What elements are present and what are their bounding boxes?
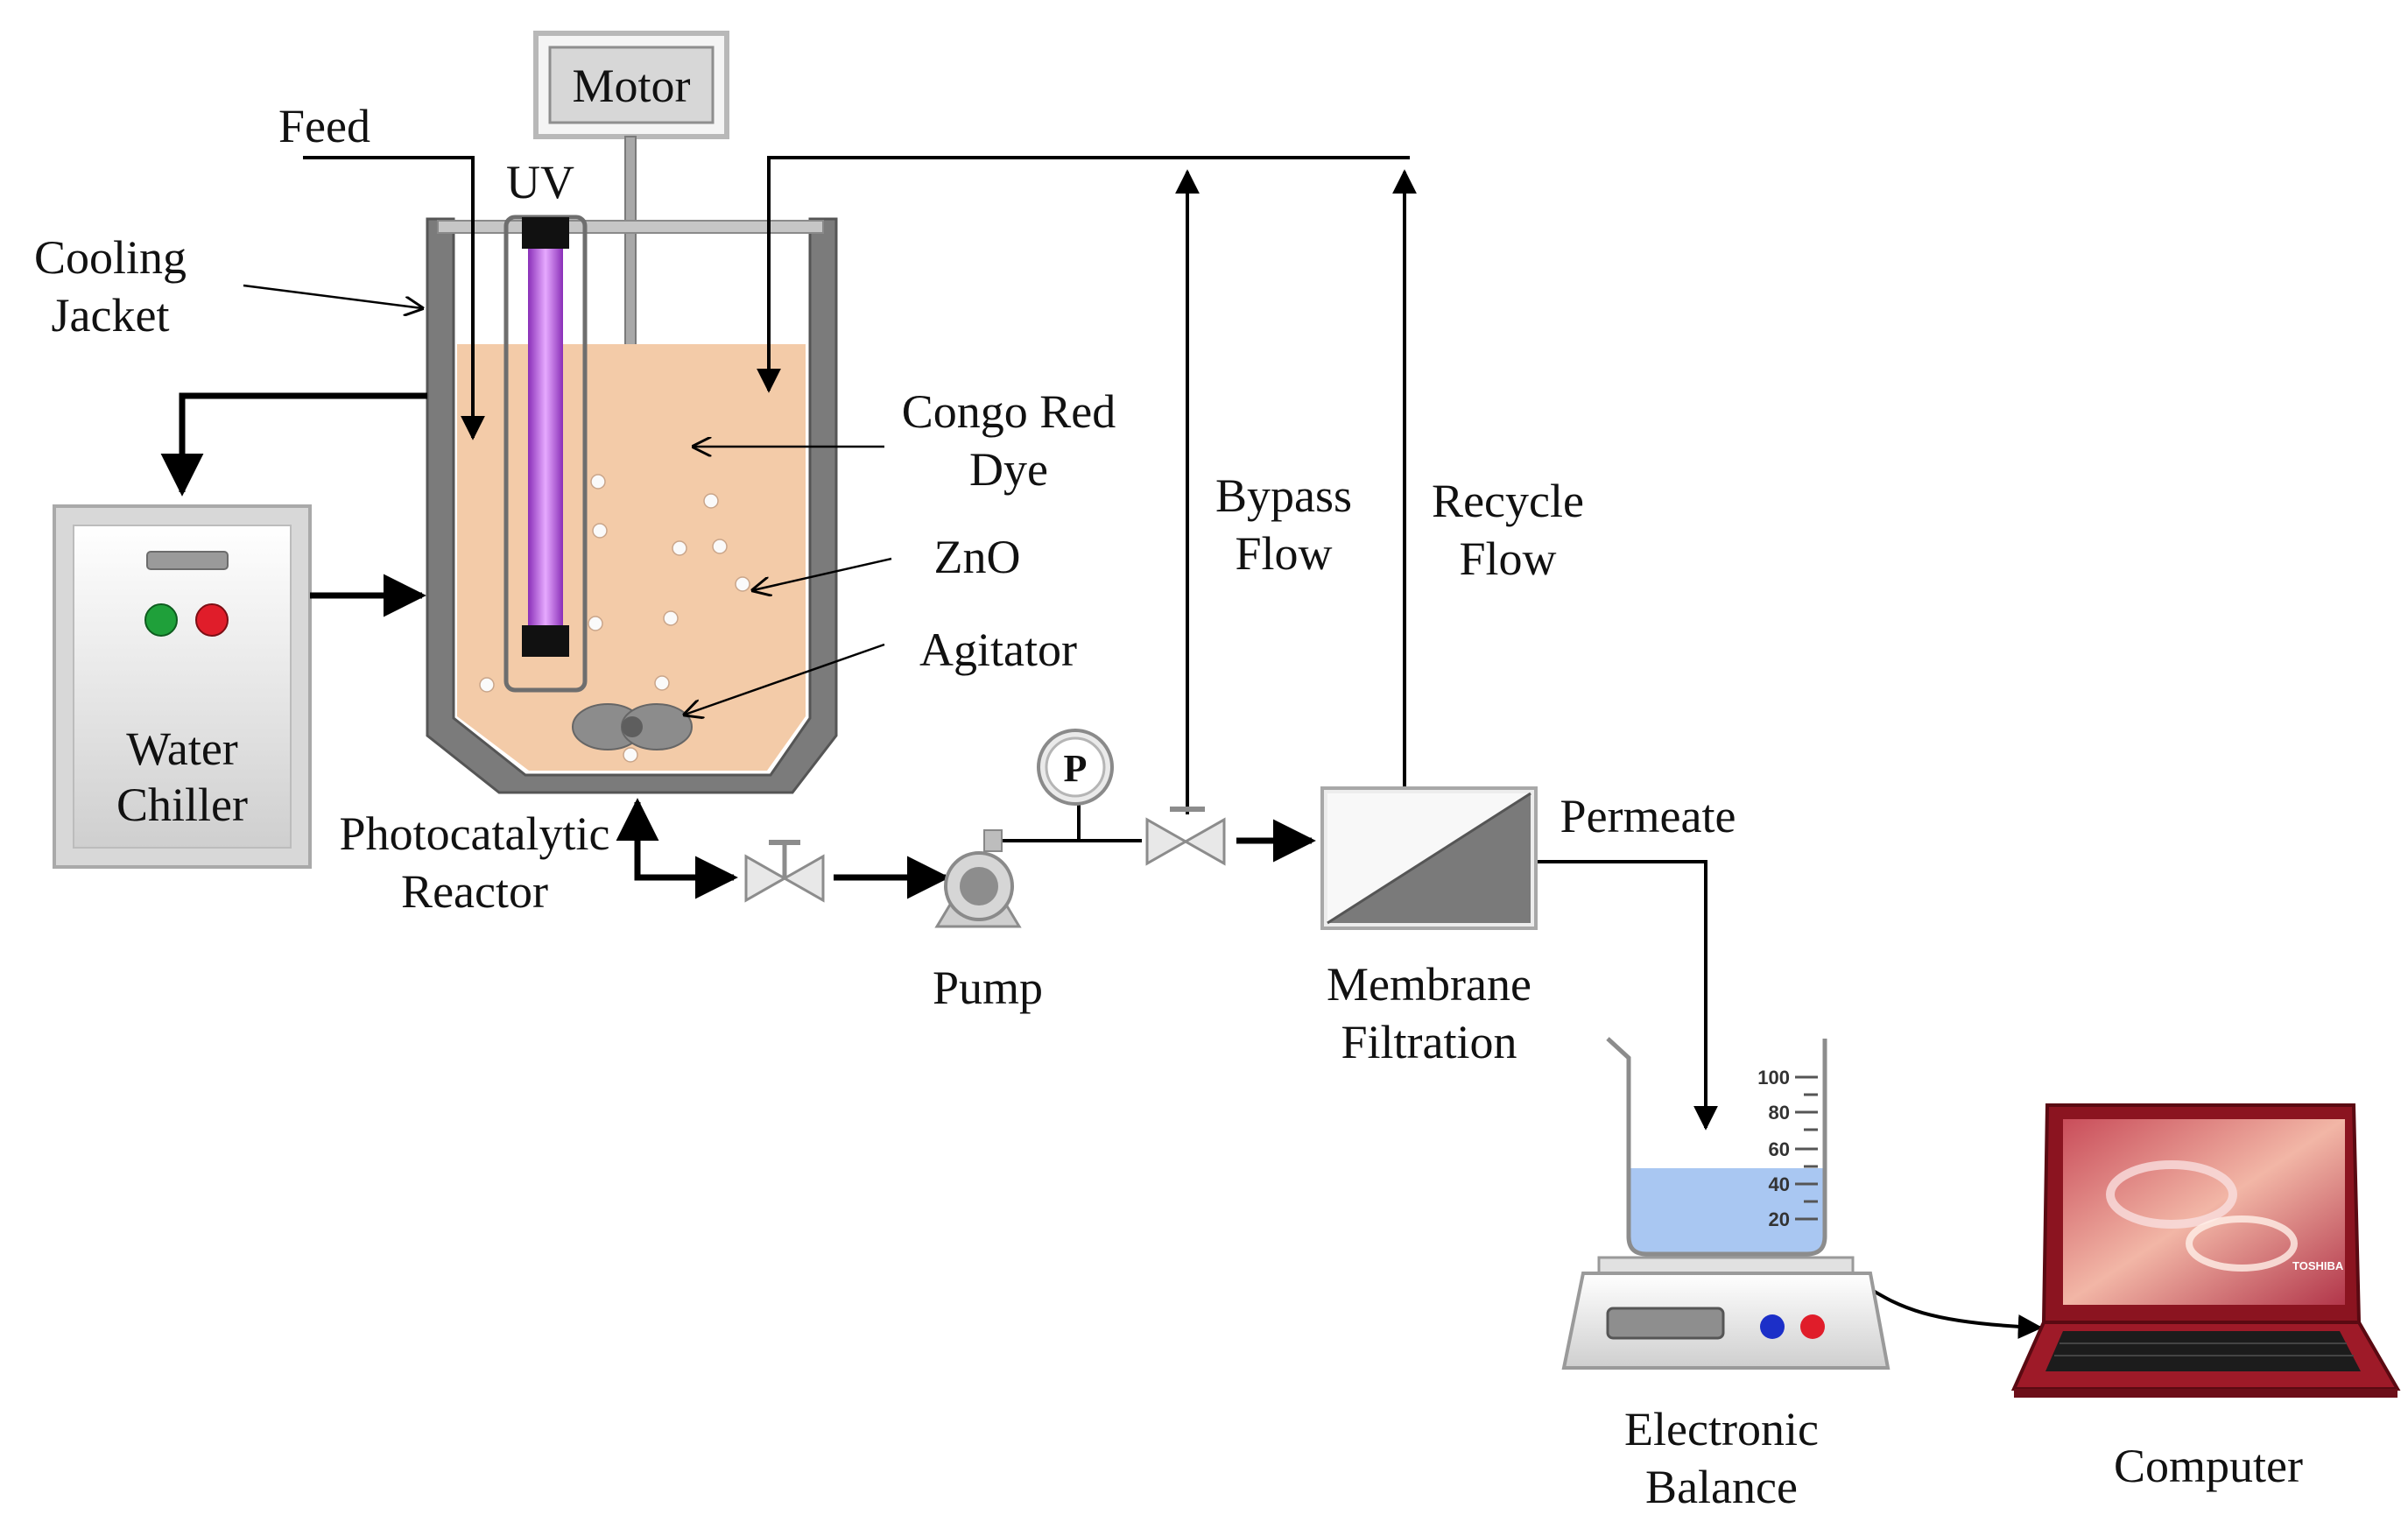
recycle-flow-label: Flow [1459,532,1556,585]
beaker-tick-40: 40 [1769,1173,1790,1195]
beaker: 100 80 60 40 20 [1606,1037,1827,1257]
reactor-outlet-line [616,798,738,899]
pump [934,829,1022,928]
uv-lamp-tube [528,249,563,625]
cooling-label: Cooling [34,231,187,284]
pump-label: Pump [933,962,1043,1014]
permeate-label: Permeate [1560,790,1736,842]
jacket-to-chiller-line [160,392,427,497]
chiller-red-led [195,603,229,637]
water-label: Water [126,722,238,775]
dye-label: Dye [969,443,1048,496]
beaker-tick-60: 60 [1769,1138,1790,1160]
computer: TOSHIBA [2010,1103,2401,1398]
beaker-tick-100: 100 [1757,1067,1790,1089]
feed-label: Feed [278,100,370,152]
laptop-keyboard [2045,1331,2361,1371]
reactor-label: Reactor [401,865,548,918]
agitator-impeller [572,703,693,750]
bypass-valve [1145,807,1226,866]
membrane-label: Membrane [1327,958,1531,1011]
water-chiller: Water Chiller [53,504,312,869]
filtration-label: Filtration [1341,1016,1517,1068]
computer-label: Computer [2114,1440,2303,1492]
motor-label: Motor [573,60,691,112]
feed-line [303,156,485,440]
cooling-jacket-pointer [243,284,422,308]
return-header-line [757,156,1410,393]
beaker-liquid [1629,1168,1825,1254]
uv-lamp-cap-bottom [522,625,569,657]
chiller-green-led [144,603,178,637]
photocatalytic-label: Photocatalytic [340,807,610,860]
electronic-label: Electronic [1624,1403,1819,1455]
bypass-flow-label: Flow [1235,527,1332,580]
bypass-label: Bypass [1215,469,1352,522]
reactor-liquid [457,344,806,771]
beaker-tick-20: 20 [1769,1208,1790,1230]
jacket-label: Jacket [52,289,170,342]
membrane-filtration-unit [1320,786,1538,930]
chiller-display [146,551,229,570]
pressure-gauge: P [1037,729,1114,806]
motor: Motor [533,31,729,139]
pipes [160,392,1316,899]
balance-display [1606,1307,1725,1340]
balance-label: Balance [1645,1461,1798,1513]
uv-lamp-cap-top [522,217,569,249]
inlet-valve [744,840,825,903]
chiller-label: Chiller [116,779,248,831]
balance-blue-button [1760,1314,1785,1339]
agitator-label: Agitator [919,624,1077,676]
pressure-gauge-label: P [1064,747,1088,790]
laptop-screen [2063,1119,2345,1305]
zno-label: ZnO [934,531,1021,583]
photocatalytic-reactor [426,215,838,794]
zno-particles [479,474,750,763]
balance-red-button [1800,1314,1825,1339]
uv-label: UV [506,156,574,208]
congo-red-label: Congo Red [902,385,1116,438]
electronic-balance [1561,1256,1890,1370]
zno-pointer [753,557,892,590]
beaker-tick-80: 80 [1769,1102,1790,1124]
recycle-label: Recycle [1432,475,1584,527]
agitator-pointer [685,643,885,715]
laptop-brand: TOSHIBA [2292,1259,2344,1272]
permeate-line [1532,860,1718,1131]
